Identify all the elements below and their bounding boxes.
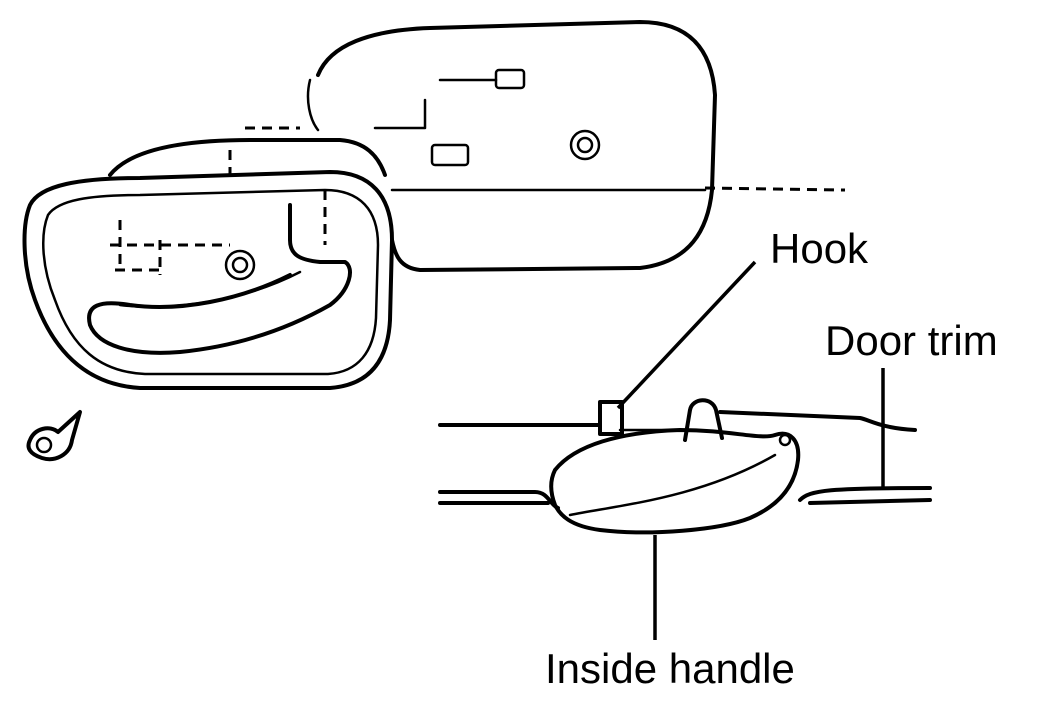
hook-label: Hook [770, 225, 869, 272]
door-trim-section [438, 410, 932, 510]
door-trim-label: Door trim [825, 317, 998, 364]
hook-leader-line [616, 260, 757, 410]
hook [598, 398, 724, 442]
inside-handle-section [549, 428, 801, 535]
screw [26, 410, 82, 461]
inside-handle-label: Inside handle [545, 645, 795, 692]
handle-bezel [22, 126, 394, 390]
handle-housing-plate [306, 20, 846, 272]
